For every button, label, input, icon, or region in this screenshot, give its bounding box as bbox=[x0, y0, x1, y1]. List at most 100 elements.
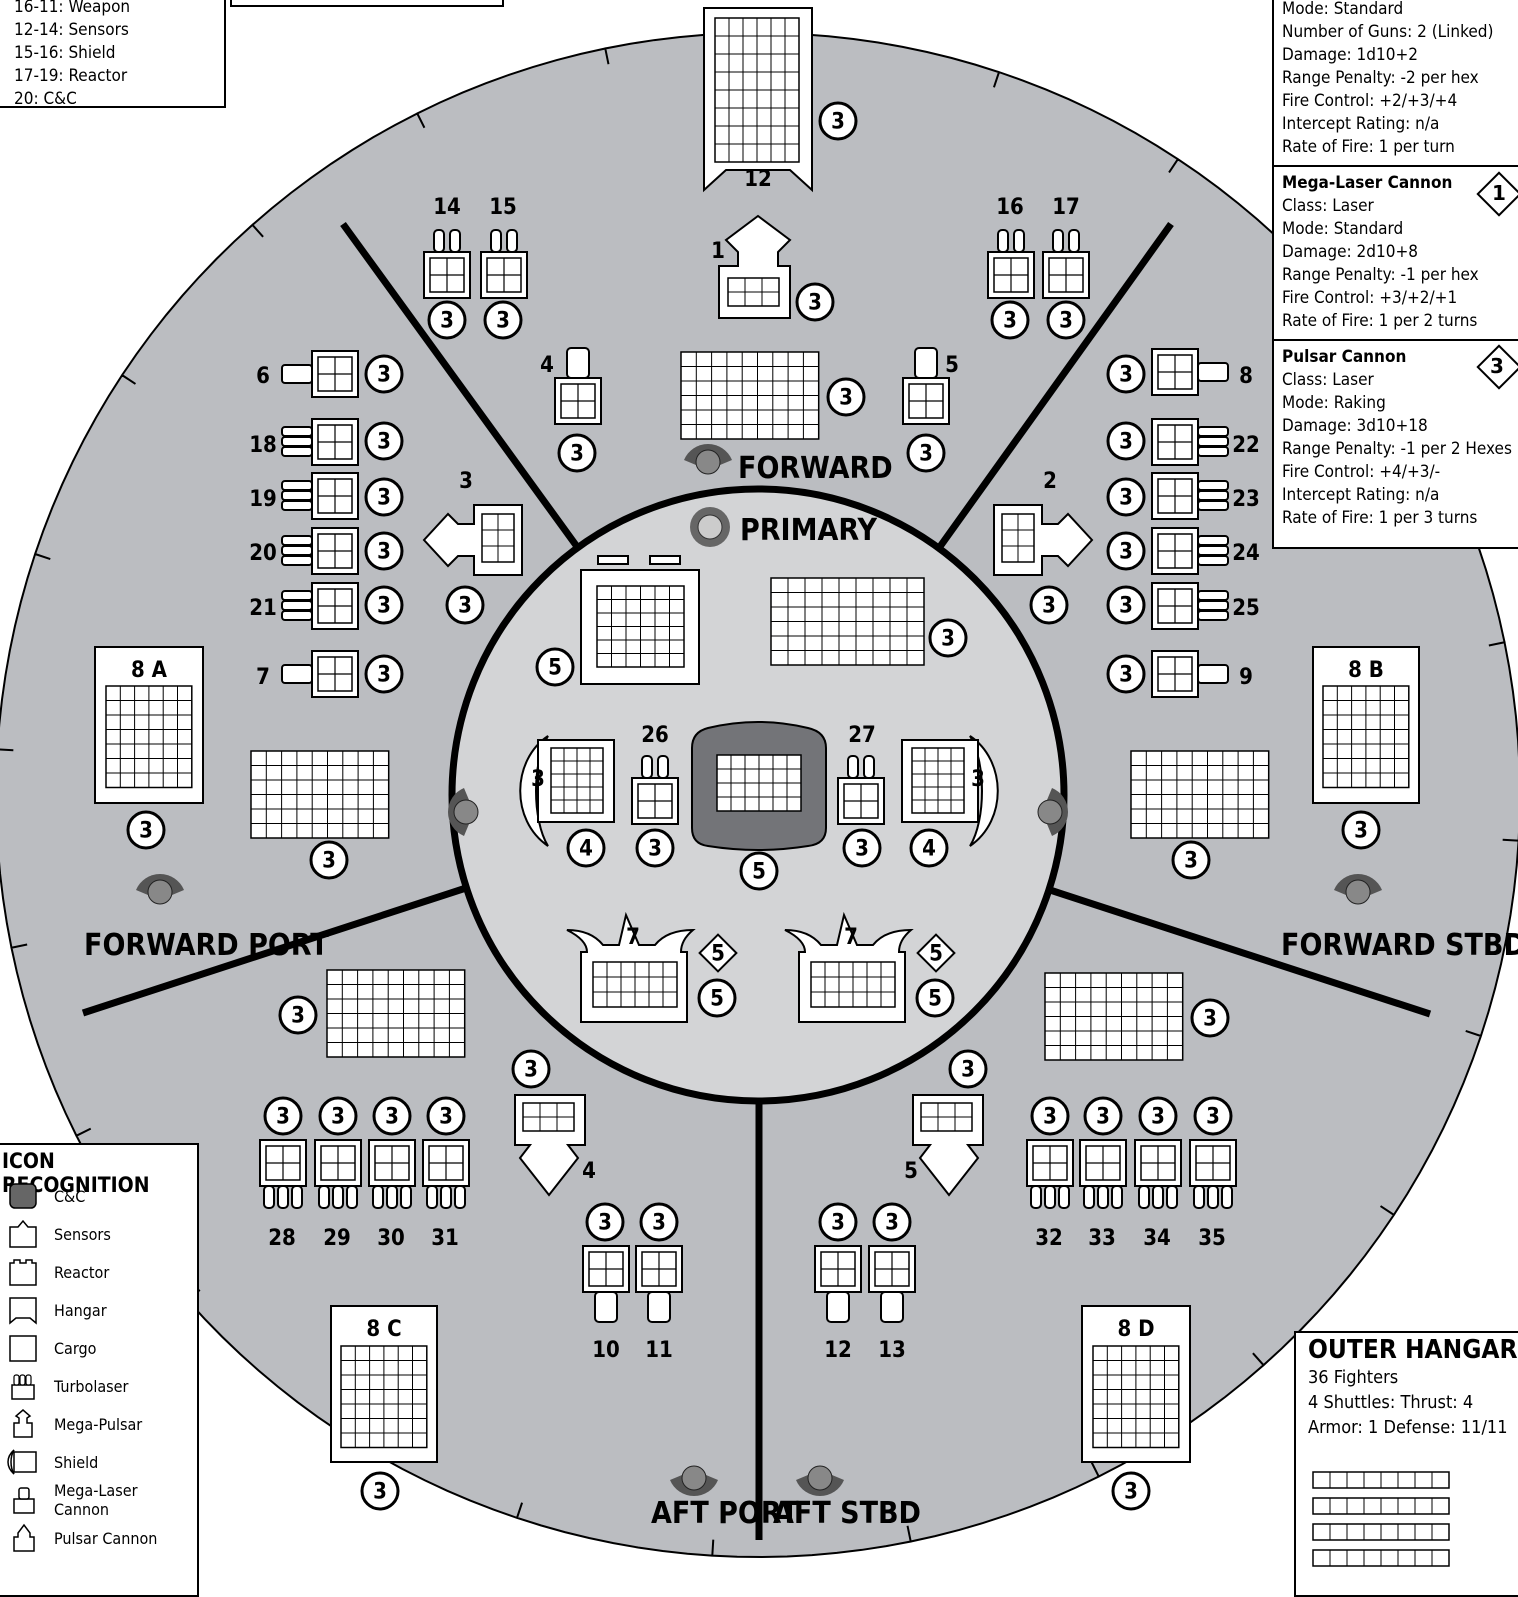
aft-port-arc-icon bbox=[670, 1465, 718, 1496]
mega-pulsar-1-grid bbox=[727, 277, 780, 307]
weapon-id: 16 bbox=[996, 195, 1024, 220]
legend-title: ICON RECOGNITION bbox=[2, 1149, 150, 1197]
turbolaser-28 bbox=[259, 1139, 307, 1209]
structure-marker: 3 bbox=[906, 433, 946, 473]
pulsar-3-grid bbox=[481, 513, 515, 563]
structure-marker: 5 bbox=[697, 978, 737, 1018]
hangar-c-grid bbox=[340, 1345, 428, 1449]
structure-marker: 3 bbox=[1111, 1471, 1151, 1511]
turbolaser-14 bbox=[423, 229, 471, 299]
legend-item: Turbolaser bbox=[0, 1367, 197, 1405]
legend-item: Reactor bbox=[0, 1253, 197, 1291]
mega-pulsar-icon bbox=[13, 1409, 33, 1438]
structure-marker: 3 bbox=[585, 1202, 625, 1242]
legend-label: Cargo bbox=[54, 1338, 97, 1358]
turbolaser-35 bbox=[1189, 1139, 1237, 1209]
weapon-id: 21 bbox=[249, 596, 277, 621]
legend-label: Mega-Laser Cannon bbox=[53, 1481, 138, 1519]
weapon-id: 13 bbox=[878, 1338, 906, 1363]
structure-marker: 3 bbox=[872, 1202, 912, 1242]
mega-laser-11 bbox=[635, 1245, 683, 1323]
mega-pulsar-port-id: 7 bbox=[626, 925, 640, 950]
weapon-name: Mega-Laser Cannon bbox=[1282, 173, 1453, 193]
forward-port-structure-grid bbox=[250, 750, 390, 839]
mega-laser-icon bbox=[13, 1487, 35, 1514]
weapon-id: 6 bbox=[256, 364, 270, 389]
weapon-id: 9 bbox=[1239, 665, 1253, 690]
structure-marker: 3 bbox=[842, 828, 882, 868]
svg-text:3: 3 bbox=[377, 486, 391, 511]
weapon-stat: Rate of Fire: 1 per 3 turns bbox=[1282, 508, 1478, 528]
ship-systems: 1231431531631731334353533434263273575575… bbox=[94, 7, 1420, 1511]
structure-marker: 3 bbox=[309, 840, 349, 880]
forward-stbd-structure-grid bbox=[1130, 750, 1270, 839]
forward-hangar-structure: 3 bbox=[818, 101, 858, 141]
structure-marker: 5 bbox=[915, 978, 955, 1018]
structure-marker: 3 bbox=[1106, 585, 1146, 625]
forward-port-arc-icon bbox=[136, 874, 184, 905]
mega-laser-aft-5-grid bbox=[920, 1102, 973, 1132]
turbolaser-26 bbox=[631, 755, 679, 825]
hangar-stat: Armor: 1 Defense: 11/11 bbox=[1308, 1417, 1508, 1438]
svg-text:3: 3 bbox=[831, 1211, 845, 1236]
weapon-id: 7 bbox=[256, 665, 270, 690]
turbolaser-31 bbox=[422, 1139, 470, 1209]
legend-label: C&C bbox=[54, 1186, 86, 1206]
svg-text:3: 3 bbox=[139, 819, 153, 844]
hangar-c-id: 8 C bbox=[366, 1317, 401, 1342]
structure-marker: 3 bbox=[818, 1202, 858, 1242]
structure-marker: 3 bbox=[426, 1096, 466, 1136]
svg-text:3: 3 bbox=[652, 1211, 666, 1236]
structure-marker: 3 bbox=[364, 354, 404, 394]
weapon-stat: Range Penalty: -1 per hex bbox=[1282, 265, 1479, 285]
hangar-icon bbox=[9, 1297, 37, 1325]
svg-text:3: 3 bbox=[598, 1211, 612, 1236]
turbolaser-34 bbox=[1134, 1139, 1182, 1209]
primary-section-title: PRIMARY bbox=[740, 513, 877, 548]
weapon-25 bbox=[1151, 582, 1229, 630]
hangar-b-grid bbox=[1322, 685, 1410, 789]
svg-text:5: 5 bbox=[548, 656, 562, 681]
svg-text:3: 3 bbox=[524, 1058, 538, 1083]
structure-marker: 3 bbox=[126, 810, 166, 850]
forward-structure-grid bbox=[680, 351, 820, 440]
weapon-id: 12 bbox=[824, 1338, 852, 1363]
structure-marker: 3 bbox=[278, 995, 318, 1035]
svg-text:4: 4 bbox=[922, 837, 936, 862]
structure-marker: 3 bbox=[928, 618, 968, 658]
structure-marker: 3 bbox=[1106, 421, 1146, 461]
weapon-id: 3 bbox=[459, 469, 473, 494]
weapon-6 bbox=[281, 350, 359, 398]
svg-text:3: 3 bbox=[377, 430, 391, 455]
structure-marker: 3 bbox=[1106, 531, 1146, 571]
svg-text:3: 3 bbox=[1119, 486, 1133, 511]
svg-text:3: 3 bbox=[377, 594, 391, 619]
structure-marker: 3 bbox=[795, 282, 835, 322]
svg-text:3: 3 bbox=[377, 663, 391, 688]
svg-text:3: 3 bbox=[331, 1105, 345, 1130]
svg-text:3: 3 bbox=[1119, 363, 1133, 388]
mega-pulsar-port-badge: 5 bbox=[698, 933, 738, 973]
hit-location-row: 17-19: Reactor bbox=[14, 66, 128, 86]
turbolaser-33 bbox=[1079, 1139, 1127, 1209]
structure-marker: 3 bbox=[483, 300, 523, 340]
hangar-d-grid bbox=[1092, 1345, 1180, 1449]
svg-text:3: 3 bbox=[941, 627, 955, 652]
svg-text:3: 3 bbox=[839, 386, 853, 411]
svg-text:5: 5 bbox=[711, 942, 725, 967]
structure-marker: 5 bbox=[739, 851, 779, 891]
svg-text:3: 3 bbox=[570, 442, 584, 467]
structure-marker: 3 bbox=[364, 531, 404, 571]
svg-text:3: 3 bbox=[377, 540, 391, 565]
legend-label: Mega-Pulsar bbox=[54, 1414, 143, 1434]
turbolaser-30 bbox=[368, 1139, 416, 1209]
weapon-id: 27 bbox=[848, 723, 876, 748]
hangar-title: OUTER HANGAR bbox=[1308, 1335, 1518, 1365]
svg-text:3: 3 bbox=[831, 110, 845, 135]
structure-marker: 3 bbox=[1029, 585, 1069, 625]
primary-structure-grid bbox=[770, 577, 925, 666]
